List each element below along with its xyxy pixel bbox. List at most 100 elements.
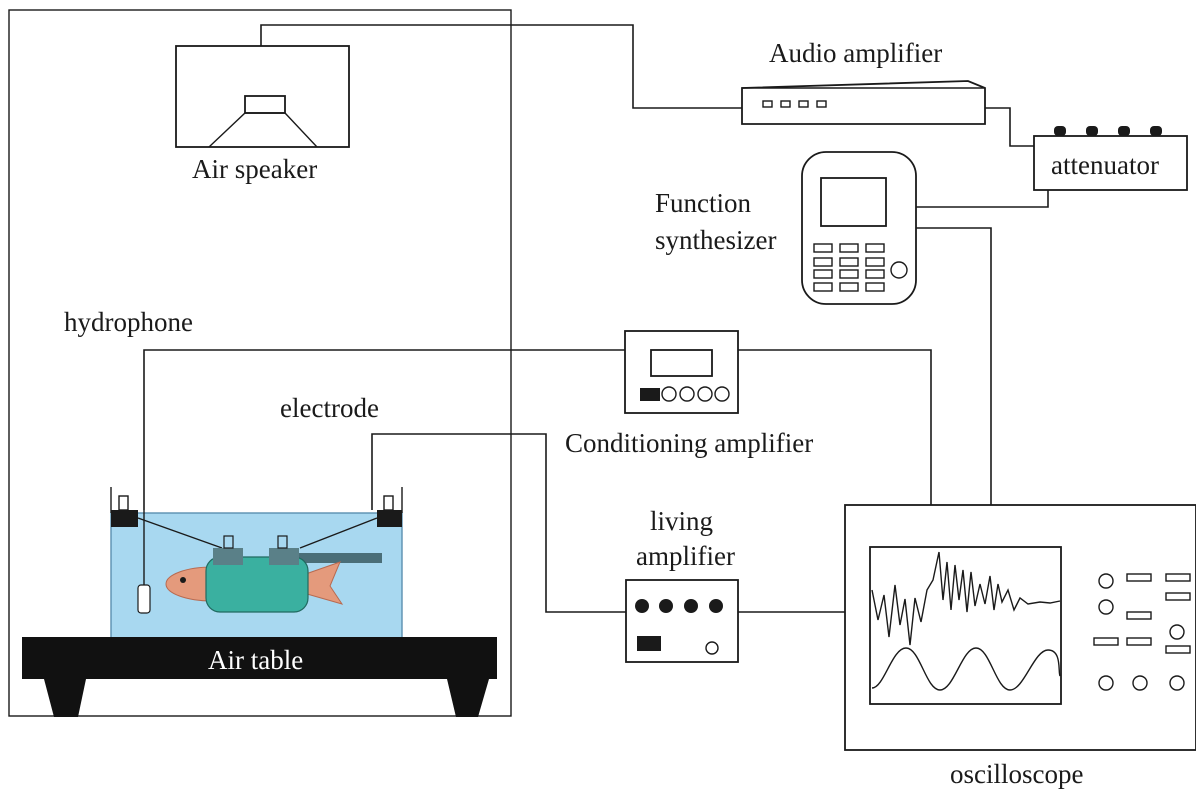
oscilloscope-controls [1093, 573, 1191, 691]
audio-amp-top [741, 80, 986, 125]
synth-key [839, 257, 859, 267]
synth-body [801, 151, 917, 305]
holder-clamp-post [223, 535, 234, 549]
attenuator-knob [1086, 126, 1098, 136]
oscilloscope-button [1093, 637, 1119, 646]
attenuator-knob [1150, 126, 1162, 136]
oscilloscope-button [1126, 611, 1152, 620]
air-table-leg-left [44, 679, 86, 717]
conditioning-amplifier-label: Conditioning amplifier [565, 428, 813, 458]
conditioning-amp-switch [640, 388, 660, 401]
conditioning-amp-knob-icon [697, 386, 713, 402]
oscilloscope-knob-icon [1098, 599, 1114, 615]
audio-amp-button [816, 100, 827, 108]
electrode-label: electrode [280, 393, 379, 423]
living-amp-dial-icon [705, 641, 719, 655]
oscilloscope-trace-stimulus [871, 647, 1061, 691]
oscilloscope-knob-icon [1169, 675, 1185, 691]
tank-clamp-post [118, 495, 129, 511]
fish-tank [110, 487, 403, 640]
air-table-top [22, 637, 497, 679]
synth-key [813, 269, 833, 279]
attenuator-knob [1118, 126, 1130, 136]
wire-amplifier-attenuator [985, 107, 1034, 147]
audio-amp-button [780, 100, 791, 108]
suspension-string [299, 517, 378, 549]
attenuator-knob [1054, 126, 1066, 136]
wire-attenuator-synth [916, 190, 1049, 208]
living-amp-switch [637, 636, 661, 651]
attenuator-label: attenuator [1051, 150, 1159, 180]
synth-keypad [813, 243, 885, 292]
audio-amp-button [762, 100, 773, 108]
air-table-leg-right [447, 679, 489, 717]
audio-amplifier [741, 80, 986, 125]
living-amp-knob-icon [659, 599, 673, 613]
synth-key [865, 257, 885, 267]
speaker-cone [208, 112, 318, 148]
oscilloscope-knob-icon [1098, 675, 1114, 691]
oscilloscope-screen [869, 546, 1062, 705]
conditioning-amplifier [624, 330, 739, 414]
synth-screen [820, 177, 887, 227]
oscilloscope [844, 504, 1196, 751]
wire-conditioning-oscilloscope [738, 349, 932, 505]
oscilloscope-button [1126, 637, 1152, 646]
tank-clamp-left [111, 510, 138, 527]
oscilloscope-button [1165, 573, 1191, 582]
living-amplifier-label-line2: amplifier [636, 541, 735, 571]
oscilloscope-button [1165, 592, 1191, 601]
attenuator-box [1033, 135, 1188, 191]
conditioning-amp-knob-icon [661, 386, 677, 402]
audio-amplifier-label: Audio amplifier [769, 38, 942, 68]
holder-clamp [213, 548, 243, 565]
tank-clamp-post [383, 495, 394, 511]
oscilloscope-knob-icon [1169, 624, 1185, 640]
living-amplifier [625, 579, 739, 663]
fish-holder [205, 556, 309, 613]
hydrophone-label: hydrophone [64, 307, 193, 337]
wiring [143, 24, 1049, 613]
function-synthesizer-label-line2: synthesizer [655, 225, 776, 255]
living-amp-knob-icon [635, 599, 649, 613]
oscilloscope-label: oscilloscope [950, 759, 1083, 789]
air-speaker [175, 45, 350, 148]
oscilloscope-button [1126, 573, 1152, 582]
holder-clamp [269, 548, 299, 565]
oscilloscope-button [1165, 645, 1191, 654]
living-amp-knob-icon [709, 599, 723, 613]
function-synthesizer [801, 151, 917, 305]
hydrophone-probe [137, 584, 151, 614]
oscilloscope-trace-response [871, 551, 1061, 646]
function-synthesizer-label-line1: Function [655, 188, 752, 218]
oscilloscope-knob-icon [1132, 675, 1148, 691]
air-speaker-label: Air speaker [192, 154, 317, 184]
synth-key [839, 282, 859, 292]
suspension-string [137, 517, 223, 549]
conditioning-amp-knob-icon [679, 386, 695, 402]
electrode-bar [296, 553, 382, 563]
conditioning-amp-knob-icon [714, 386, 730, 402]
synth-key [839, 243, 859, 253]
synth-key [865, 269, 885, 279]
wire-speaker-amplifier [260, 24, 742, 109]
conditioning-amp-display [650, 349, 713, 377]
synth-key [839, 269, 859, 279]
wire-hydrophone-conditioning [143, 349, 625, 510]
synth-key [813, 257, 833, 267]
audio-amp-button [798, 100, 809, 108]
attenuator [1033, 126, 1188, 191]
synth-key [813, 243, 833, 253]
tank-clamp-right [377, 510, 402, 527]
wire-synth-oscilloscope [916, 227, 992, 505]
synth-dial-icon [890, 261, 908, 279]
air-table [22, 637, 497, 717]
living-amp-knob-icon [684, 599, 698, 613]
living-amplifier-label-line1: living [650, 506, 713, 536]
holder-clamp-post [277, 535, 288, 549]
air-table-label: Air table [208, 645, 303, 675]
oscilloscope-knob-icon [1098, 573, 1114, 589]
enclosure-box [8, 9, 512, 717]
wire-electrode-living [371, 433, 626, 613]
speaker-magnet [244, 95, 286, 114]
